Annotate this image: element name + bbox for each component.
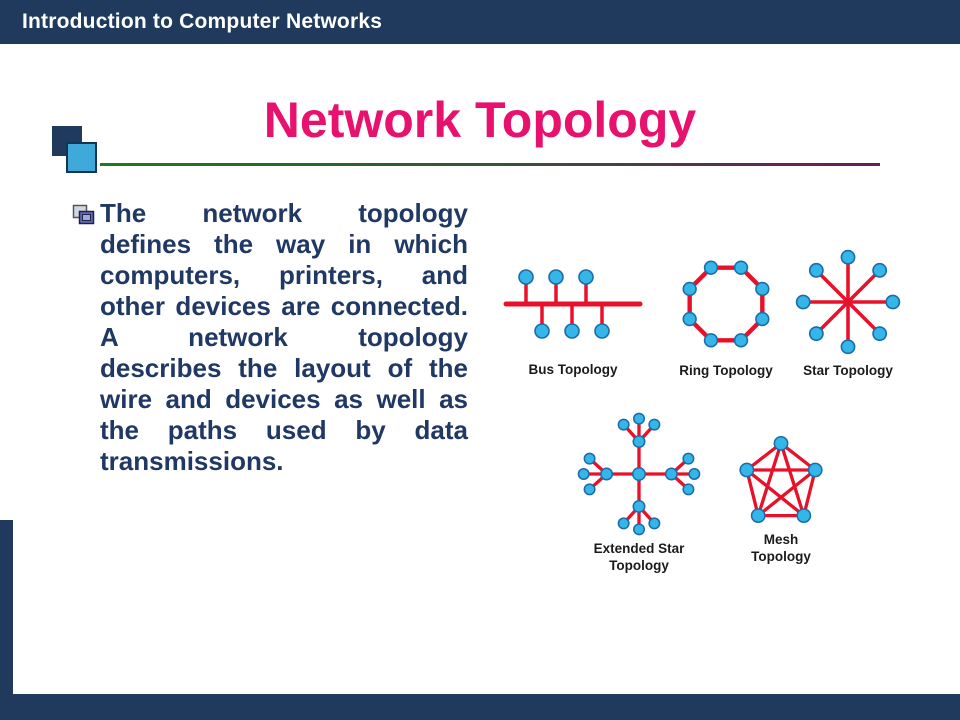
page-title: Network Topology bbox=[263, 92, 697, 148]
bus-topology-diagram bbox=[503, 269, 643, 339]
extended-star-topology-label: Extended Star Topology bbox=[593, 541, 685, 573]
star-topology-figure: Star Topology bbox=[792, 246, 904, 380]
mesh-topology-figure: Mesh Topology bbox=[732, 432, 830, 566]
left-accent-bar bbox=[0, 520, 13, 695]
bus-topology-label: Bus Topology bbox=[528, 362, 618, 377]
ring-topology-label: Ring Topology bbox=[679, 363, 773, 378]
body-paragraph: The network topology defines the way in … bbox=[100, 198, 468, 476]
extended-star-topology-figure: Extended Star Topology bbox=[576, 412, 702, 575]
decorative-blue-square bbox=[66, 142, 97, 173]
title-underline-rule bbox=[100, 163, 880, 166]
ring-topology-figure: Ring Topology bbox=[672, 250, 780, 380]
ring-topology-diagram bbox=[682, 260, 770, 348]
bus-topology-figure: Bus Topology bbox=[498, 252, 648, 379]
mesh-topology-diagram bbox=[739, 435, 823, 524]
bottom-bar bbox=[0, 694, 960, 720]
course-title: Introduction to Computer Networks bbox=[22, 10, 383, 33]
extended-star-topology-diagram bbox=[577, 412, 701, 536]
star-topology-label: Star Topology bbox=[803, 363, 893, 378]
mesh-topology-label: Mesh Topology bbox=[751, 532, 811, 564]
star-topology-diagram bbox=[795, 249, 901, 355]
top-bar: Introduction to Computer Networks bbox=[0, 0, 960, 44]
bullet-icon bbox=[72, 204, 95, 225]
